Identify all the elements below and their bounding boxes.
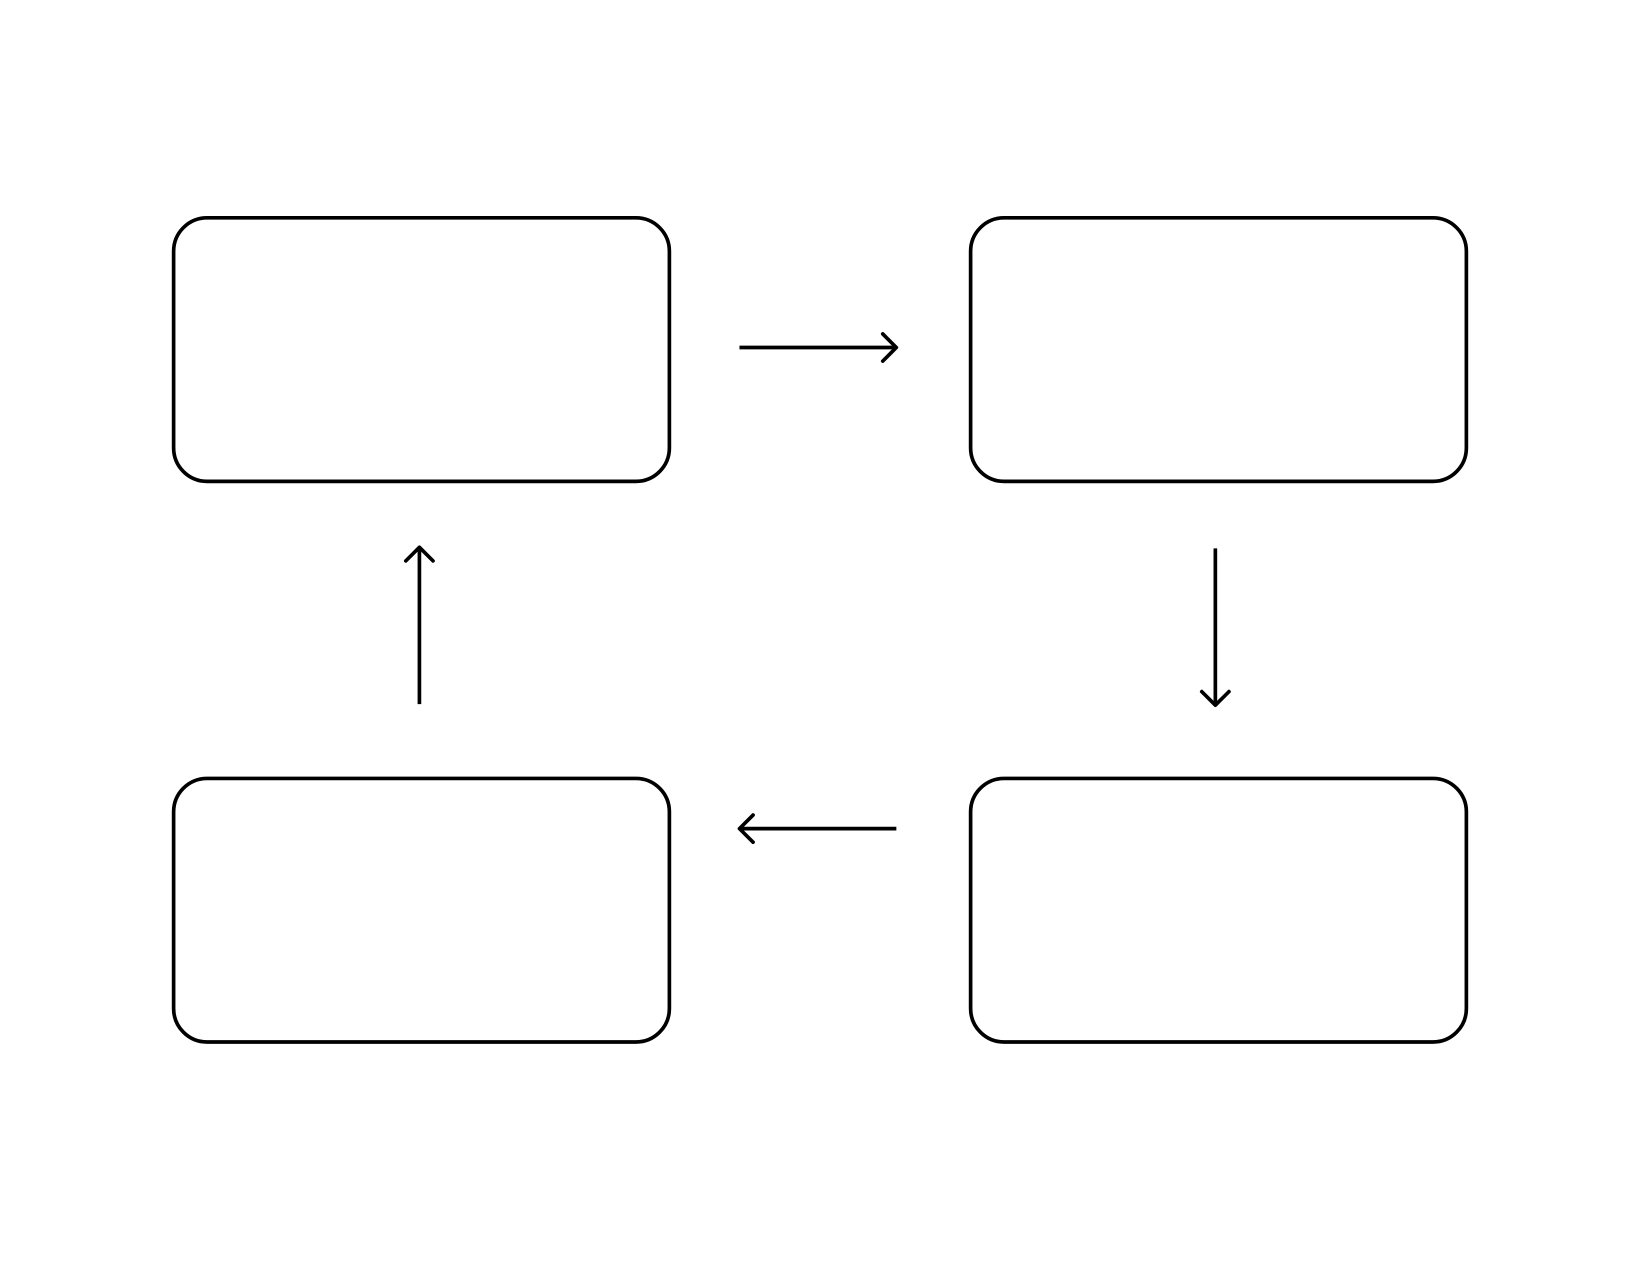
arrow-right [739, 332, 899, 363]
arrow-left [737, 813, 897, 845]
arrow-up [403, 545, 435, 705]
box-bottom-left [171, 776, 672, 1044]
box-bottom-right [968, 776, 1469, 1044]
box-top-left [171, 215, 672, 484]
box-top-right [968, 215, 1469, 484]
arrow-down [1199, 548, 1231, 708]
